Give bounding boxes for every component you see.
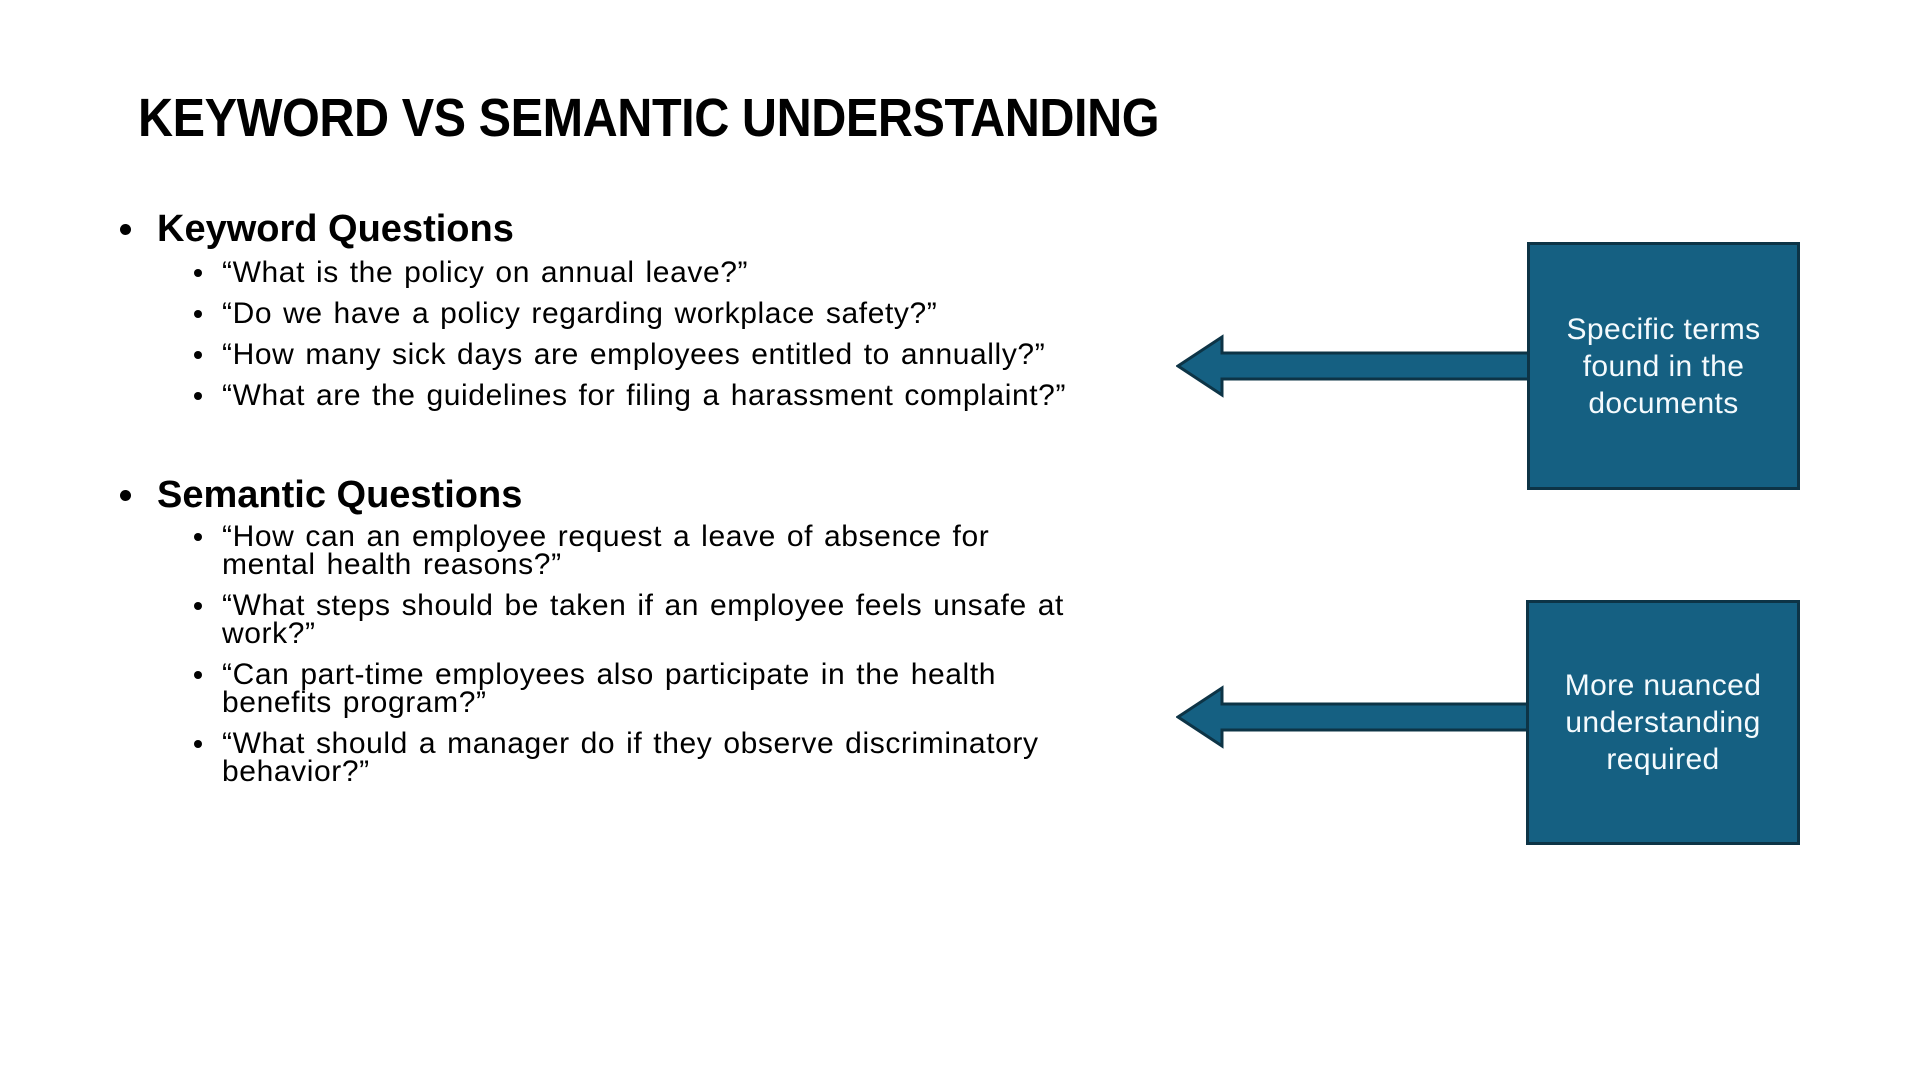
question-text: “What is the policy on annual leave?” xyxy=(222,256,749,289)
question-text: “Can part-time employees also participat… xyxy=(222,658,997,719)
bullet-icon xyxy=(194,740,202,748)
list-item: “What is the policy on annual leave?” xyxy=(192,256,1082,289)
section-heading-keyword: Keyword Questions xyxy=(157,208,514,250)
question-text: “What steps should be taken if an employ… xyxy=(222,589,1064,650)
question-text: “What should a manager do if they observ… xyxy=(222,727,1039,788)
question-text: “How can an employee request a leave of … xyxy=(222,520,990,581)
list-item: “Can part-time employees also participat… xyxy=(192,658,1082,719)
bullet-icon xyxy=(120,489,131,501)
keyword-question-list: “What is the policy on annual leave?” “D… xyxy=(192,256,1082,423)
left-arrow-icon xyxy=(1176,685,1532,749)
bullet-icon xyxy=(120,223,131,235)
left-arrow-icon xyxy=(1176,334,1532,398)
bullet-icon xyxy=(194,351,202,359)
question-text: “What are the guidelines for filing a ha… xyxy=(222,379,1067,412)
list-item: “Do we have a policy regarding workplace… xyxy=(192,297,1082,330)
bullet-icon xyxy=(194,533,202,541)
list-item: “What are the guidelines for filing a ha… xyxy=(192,379,1082,412)
list-item: “How can an employee request a leave of … xyxy=(192,520,1082,581)
callout-specific-terms: Specific terms found in the documents xyxy=(1527,242,1800,490)
bullet-icon xyxy=(194,602,202,610)
bullet-icon xyxy=(194,269,202,277)
question-text: “How many sick days are employees entitl… xyxy=(222,338,1046,371)
slide-title: KEYWORD VS SEMANTIC UNDERSTANDING xyxy=(138,88,1160,148)
semantic-question-list: “How can an employee request a leave of … xyxy=(192,520,1082,799)
section-heading-semantic: Semantic Questions xyxy=(157,474,523,516)
list-item: “How many sick days are employees entitl… xyxy=(192,338,1082,371)
bullet-icon xyxy=(194,671,202,679)
section-semantic-questions: Semantic Questions xyxy=(120,472,522,518)
list-item: “What steps should be taken if an employ… xyxy=(192,589,1082,650)
bullet-icon xyxy=(194,310,202,318)
bullet-icon xyxy=(194,392,202,400)
list-item: “What should a manager do if they observ… xyxy=(192,727,1082,788)
section-keyword-questions: Keyword Questions xyxy=(120,206,514,252)
callout-more-nuanced: More nuanced understanding required xyxy=(1526,600,1800,845)
question-text: “Do we have a policy regarding workplace… xyxy=(222,297,938,330)
